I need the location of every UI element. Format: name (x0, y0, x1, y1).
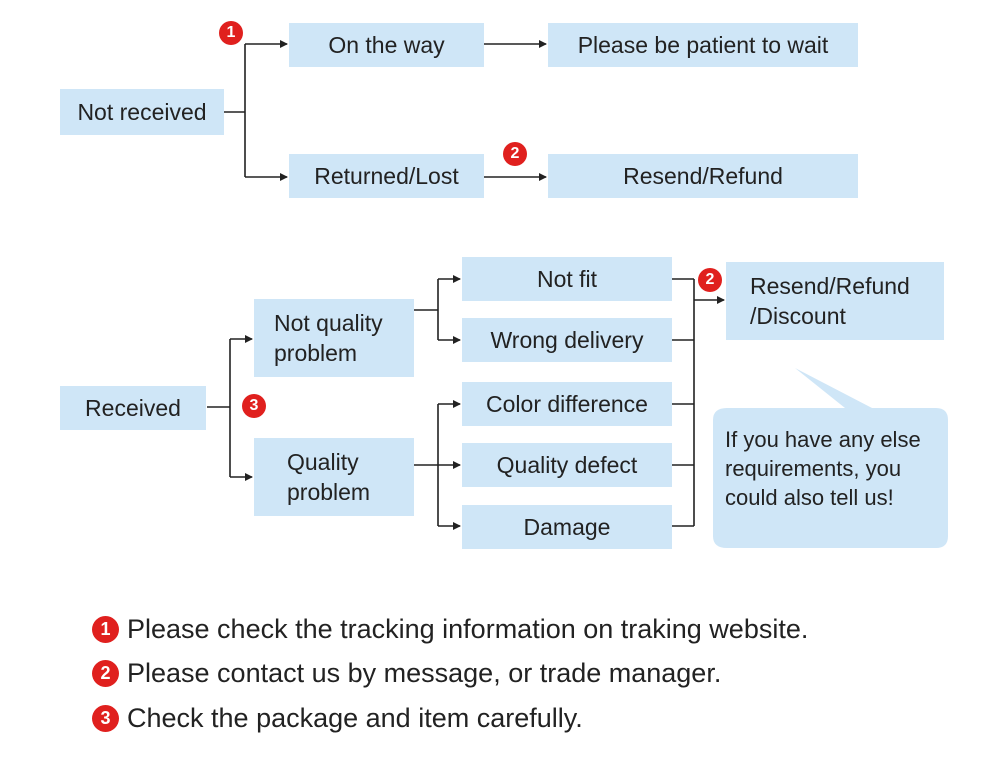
node-damage-label: Damage (523, 514, 611, 540)
node-wrong-delivery: Wrong delivery (462, 318, 672, 362)
node-quality-problem-label: Quality problem (287, 449, 371, 505)
node-please-wait-label: Please be patient to wait (577, 32, 829, 58)
speech-bubble-text: If you have any else requirements, you c… (725, 427, 921, 510)
node-outcome: Resend/Refund /Discount (726, 262, 944, 340)
node-not-quality-problem-label: Not quality problem (274, 310, 383, 366)
node-not-fit: Not fit (462, 257, 672, 301)
note-1-text: Please check the tracking information on… (127, 614, 809, 644)
note-1: 1 Please check the tracking information … (92, 612, 808, 646)
node-color-difference: Color difference (462, 382, 672, 426)
speech-bubble-shape (713, 368, 948, 548)
badge-2: 2 (503, 142, 527, 166)
node-received-label: Received (85, 395, 181, 421)
node-received: Received (60, 386, 206, 430)
node-wrong-delivery-label: Wrong delivery (490, 327, 644, 353)
node-resend-refund: Resend/Refund (548, 154, 858, 198)
note-2-badge: 2 (92, 659, 119, 687)
node-please-wait: Please be patient to wait (548, 23, 858, 67)
node-resend-refund-label: Resend/Refund (623, 163, 783, 189)
note-3-text: Check the package and item carefully. (127, 703, 583, 733)
node-color-difference-label: Color difference (486, 391, 648, 417)
note-3-badge: 3 (92, 704, 119, 732)
node-not-received-label: Not received (77, 99, 207, 125)
badge-2-received: 2 (698, 268, 722, 292)
note-3: 3 Check the package and item carefully. (92, 701, 583, 735)
node-outcome-label: Resend/Refund /Discount (750, 273, 910, 329)
node-damage: Damage (462, 505, 672, 549)
node-quality-problem: Quality problem (254, 438, 414, 516)
node-not-quality-problem: Not quality problem (254, 299, 414, 377)
node-quality-defect: Quality defect (462, 443, 672, 487)
node-not-fit-label: Not fit (536, 266, 598, 292)
badge-3: 3 (242, 394, 266, 418)
node-not-received: Not received (60, 89, 224, 135)
note-1-badge: 1 (92, 615, 119, 643)
node-on-the-way: On the way (289, 23, 484, 67)
badge-1: 1 (219, 21, 243, 45)
note-2-text: Please contact us by message, or trade m… (127, 658, 722, 688)
node-returned-lost-label: Returned/Lost (314, 163, 459, 189)
node-returned-lost: Returned/Lost (289, 154, 484, 198)
node-quality-defect-label: Quality defect (496, 452, 638, 478)
note-2: 2 Please contact us by message, or trade… (92, 656, 721, 690)
node-on-the-way-label: On the way (328, 32, 445, 58)
